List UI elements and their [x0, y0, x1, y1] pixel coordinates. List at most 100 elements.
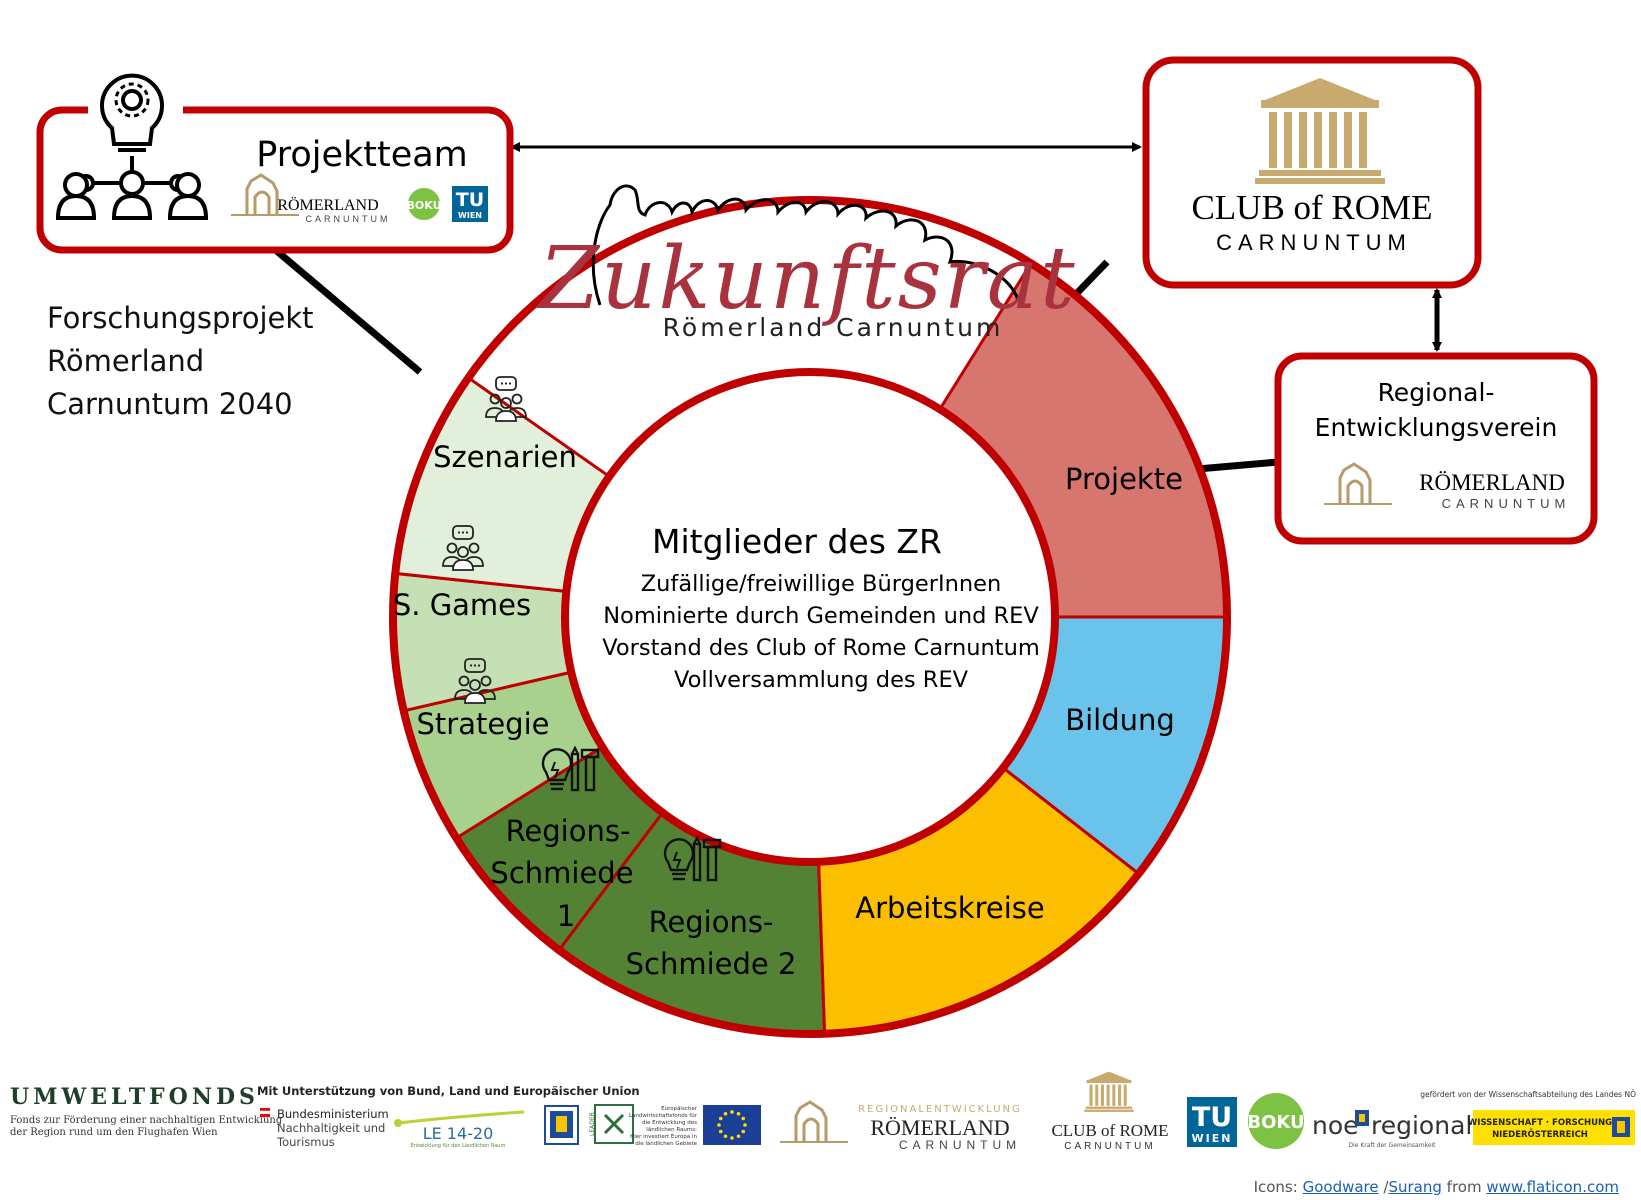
- ring-outer-border: [389, 196, 1231, 1038]
- noe-logo-icon-gold: [556, 1116, 567, 1132]
- footer-wien: WIEN: [1192, 1132, 1233, 1145]
- club-of-rome-sub: CARNUNTUM: [1216, 230, 1412, 255]
- leader-label: LEADER: [589, 1112, 596, 1136]
- center-line-2: Nominierte durch Gemeinden und REV: [603, 603, 1039, 629]
- eu-text-2: Landwirtschaftsfonds für: [629, 1113, 698, 1119]
- footer-tu: TU: [1192, 1102, 1232, 1133]
- segment-label-projekte: Projekte: [1065, 462, 1183, 496]
- eu-star-icon: [717, 1123, 721, 1127]
- footer-noe-flag-gold-icon: [1359, 1114, 1365, 1122]
- projektteam-title: Projektteam: [256, 135, 468, 175]
- rev-logo-roemerland: RÖMERLAND: [1419, 470, 1565, 495]
- center-line-4: Vollversammlung des REV: [674, 667, 969, 693]
- eu-text-1: Europäischer: [661, 1106, 698, 1112]
- roemerland-ruin-icon: [778, 1100, 850, 1144]
- team-idea-icon: [55, 70, 209, 220]
- segment-label-bildung: Bildung: [1065, 703, 1175, 737]
- projektteam-logo-boku: BOKU: [407, 199, 442, 212]
- zukunftsrat-subtitle: Römerland Carnuntum: [663, 313, 1004, 342]
- research-line-2: Römerland: [47, 344, 205, 378]
- le-dot-icon: [394, 1119, 402, 1127]
- eu-star-icon: [730, 1136, 734, 1140]
- ministry-line-3: Tourismus: [276, 1135, 335, 1149]
- eu-star-icon: [741, 1116, 746, 1121]
- ministry-line-2: Nachhaltigkeit und: [277, 1121, 385, 1135]
- research-line-3: Carnuntum 2040: [47, 387, 293, 421]
- footer-logos: UMWELTFONDS Fonds zur Förderung einer na…: [10, 1071, 1636, 1152]
- eu-text-3: die Entwicklung des: [642, 1120, 697, 1126]
- center-line-1: Zufällige/freiwillige BürgerInnen: [641, 571, 1001, 597]
- austria-flag-icon: [260, 1108, 270, 1111]
- segment-label-szenarien: Szenarien: [433, 440, 577, 474]
- footer-noe-sub: Die Kraft der Gemeinsamkeit: [1348, 1142, 1436, 1149]
- rev-line-1: Regional-: [1378, 378, 1495, 407]
- footer-noe-2: regional: [1371, 1111, 1472, 1140]
- umweltfonds-sub2: der Region rund um den Flughafen Wien: [10, 1127, 218, 1138]
- center-circle: [561, 368, 1059, 866]
- le-swoosh-icon: [397, 1110, 525, 1125]
- leader-mark-icon: [603, 1113, 625, 1135]
- credits-link-surang[interactable]: Surang: [1388, 1178, 1442, 1196]
- le-logo: LE 14-20: [423, 1124, 494, 1143]
- center-members: Mitglieder des ZR Zufällige/freiwillige …: [602, 522, 1040, 693]
- umweltfonds-sub1: Fonds zur Förderung einer nachhaltigen E…: [10, 1115, 283, 1126]
- segment-label-regionsschmiede-1-line3: 1: [557, 899, 575, 933]
- footer-cor-name: CLUB of ROME: [1051, 1121, 1168, 1140]
- rev-logo-carnuntum: CARNUNTUM: [1442, 496, 1571, 511]
- leader-logo-icon: [594, 1104, 634, 1144]
- center-title: Mitglieder des ZR: [652, 522, 942, 561]
- eu-stars-icon: [717, 1110, 747, 1140]
- center-line-3: Vorstand des Club of Rome Carnuntum: [602, 635, 1040, 661]
- crowd-silhouette-icon: [591, 184, 1020, 306]
- eu-star-icon: [741, 1129, 746, 1134]
- icon-credits: Icons: Goodware /Surang from www.flatico…: [1254, 1178, 1619, 1196]
- footer-wiss-box: [1473, 1110, 1635, 1145]
- club-of-rome-box: CLUB of ROME CARNUNTUM: [1142, 56, 1482, 289]
- rev-box: Regional- Entwicklungsverein RÖMERLAND C…: [1274, 352, 1598, 545]
- footer-wiss-noe-gold-icon: [1617, 1121, 1625, 1133]
- segment-label-strategie: Strategie: [417, 707, 550, 741]
- rev-line-2: Entwicklungsverein: [1315, 413, 1558, 442]
- credits-link-goodware[interactable]: Goodware: [1302, 1178, 1379, 1196]
- eu-star-icon: [736, 1111, 741, 1116]
- segment-label-s-games: S. Games: [393, 588, 531, 622]
- eu-star-icon: [743, 1123, 747, 1127]
- projektteam-logo-tu: TU: [456, 189, 484, 211]
- eu-star-icon: [718, 1116, 723, 1121]
- footer-rev-roemerland: RÖMERLAND: [870, 1115, 1009, 1140]
- zukunftsrat-logo: Zukunftsrat Römerland Carnuntum: [536, 184, 1075, 342]
- footer-tu-logo-icon: [1187, 1097, 1237, 1147]
- umweltfonds-logo: UMWELTFONDS: [10, 1084, 259, 1110]
- footer-boku-logo-icon: [1248, 1093, 1304, 1149]
- footer-wiss-1: WISSENSCHAFT · FORSCHUNG: [1468, 1118, 1612, 1128]
- boku-logo-icon: [406, 186, 442, 222]
- credits-link-flaticon[interactable]: www.flaticon.com: [1486, 1178, 1619, 1196]
- projektteam-box: Projektteam RÖMERLAND CARNUNTUM BOKU TU …: [36, 70, 514, 254]
- eu-star-icon: [723, 1111, 728, 1116]
- eu-star-icon: [736, 1134, 741, 1139]
- footer-wiss-top: gefördert von der Wissenschaftsabteilung…: [1420, 1090, 1636, 1099]
- projektteam-logo-carnuntum: CARNUNTUM: [306, 214, 391, 224]
- footer-boku: BOKU: [1247, 1112, 1304, 1133]
- segment-label-regionsschmiede-2-line2: Schmiede 2: [626, 947, 797, 981]
- research-line-1: Forschungsprojekt: [47, 301, 314, 335]
- segment-label-regionsschmiede-1-line1: Regions-: [506, 814, 631, 848]
- connector-projektteam-wheel: [269, 244, 423, 375]
- footer-rev-carnuntum: CARNUNTUM: [899, 1138, 1021, 1152]
- footer-noe-1: noe: [1312, 1111, 1359, 1140]
- credits-sep: /: [1383, 1178, 1389, 1196]
- projektteam-logo-roemerland: RÖMERLAND: [277, 196, 378, 214]
- footer-wiss-2: NIEDERÖSTERREICH: [1492, 1129, 1588, 1140]
- temple-icon: [1084, 1071, 1134, 1112]
- eu-star-icon: [730, 1110, 734, 1114]
- tu-logo-icon: [452, 186, 488, 222]
- eu-star-icon: [723, 1134, 728, 1139]
- credits-prefix: Icons:: [1253, 1178, 1298, 1196]
- ministry-line-1: Bundesministerium: [277, 1107, 389, 1121]
- segment-label-arbeitskreise: Arbeitskreise: [855, 891, 1044, 925]
- eu-text-4: ländlichen Raums:: [646, 1127, 697, 1133]
- le-sub: Entwicklung für den Ländlichen Raum: [411, 1143, 506, 1149]
- eu-star-icon: [718, 1129, 723, 1134]
- segment-label-regionsschmiede-2-line1: Regions-: [649, 905, 774, 939]
- austria-flag-icon-white: [259, 1110, 271, 1115]
